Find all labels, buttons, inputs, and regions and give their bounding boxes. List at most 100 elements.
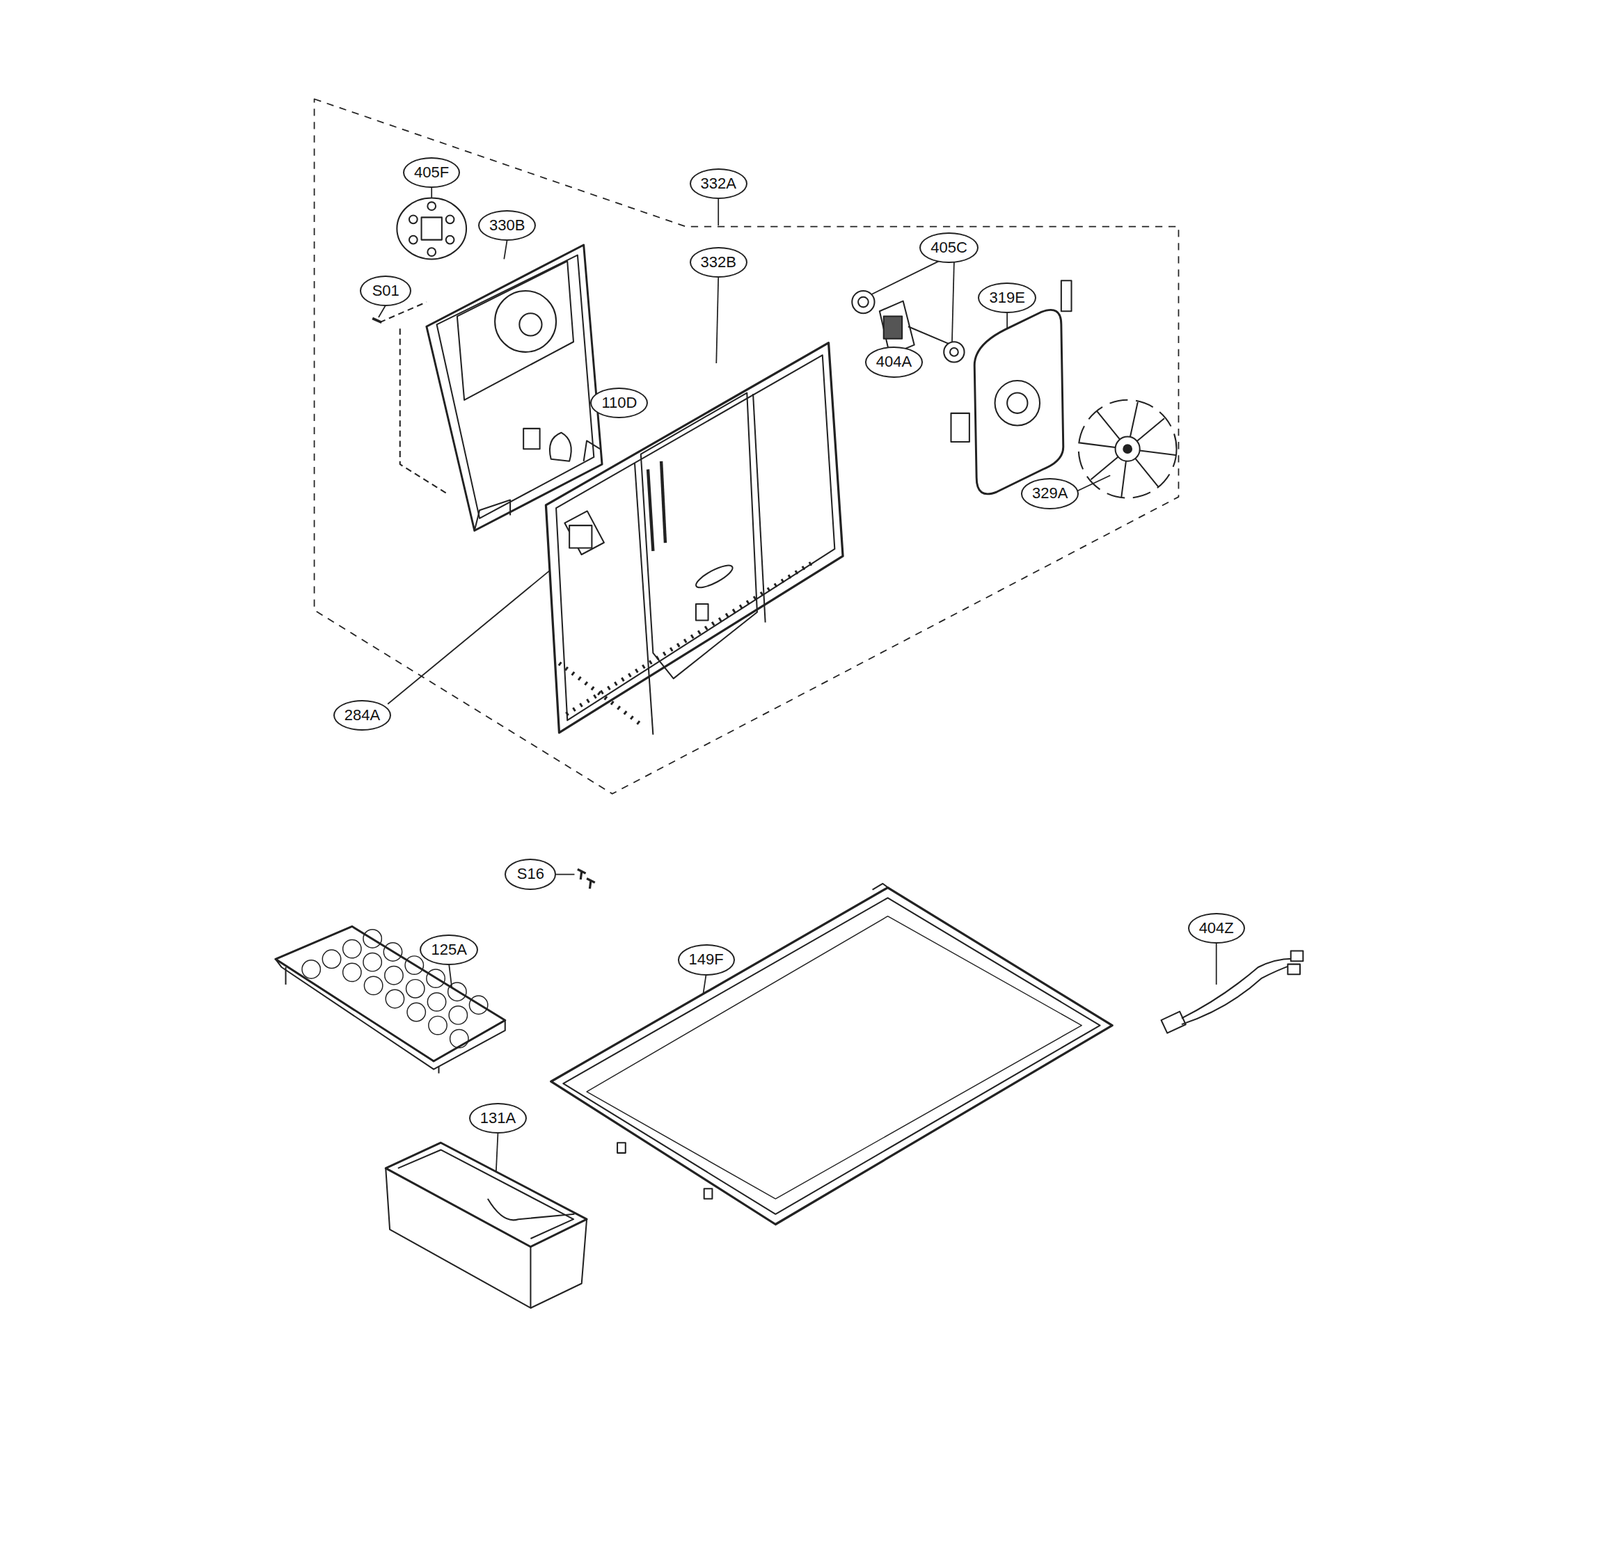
drawing-part (275, 959, 506, 1069)
drawing-part (908, 326, 950, 344)
callout-number: 319E (977, 282, 1036, 314)
drawing-part (378, 304, 386, 318)
callout-number: 131A (469, 1103, 527, 1134)
drawing-part (943, 341, 964, 362)
drawing-part (421, 217, 442, 240)
drawing-part (717, 197, 719, 226)
drawing-part (519, 313, 542, 336)
drawing-part (556, 874, 575, 876)
drawing-part (545, 343, 843, 733)
drawing-part (322, 949, 341, 969)
gear-disc (396, 197, 467, 259)
callout-number: 332B (689, 247, 748, 278)
drawing-part (577, 869, 586, 880)
drawing-part (385, 989, 404, 1008)
drawing-part (558, 663, 641, 725)
drawing-part (343, 939, 362, 958)
drawing-part (302, 929, 488, 1049)
drawing-part (1181, 959, 1300, 1019)
drawing-part (474, 499, 511, 531)
drawing-part (1215, 943, 1218, 985)
drawing-part (1123, 444, 1132, 454)
drawing-part (661, 461, 666, 543)
ice-bin (385, 1142, 587, 1309)
drawing-part (406, 979, 425, 998)
drawing-part (363, 976, 383, 995)
callout-number: 405F (402, 157, 461, 188)
drawing-part (387, 551, 574, 705)
drawing-part (494, 290, 557, 353)
drawing-part (448, 1006, 467, 1025)
callout-number: 125A (419, 934, 478, 966)
drawing-part (428, 1016, 447, 1035)
drawing-part (583, 440, 600, 461)
drawing-part (872, 883, 891, 891)
drawing-part (974, 309, 1064, 495)
drawing-part (564, 510, 604, 555)
drawing-part (1061, 280, 1072, 312)
drawing-part (427, 247, 436, 257)
drawing-part (868, 260, 939, 296)
drawing-part (363, 952, 382, 971)
drawing-part (448, 982, 467, 1001)
drawing-part (469, 995, 488, 1015)
drawing-part (1290, 951, 1304, 962)
drawing-part (503, 240, 507, 260)
drawing-part (563, 897, 1100, 1215)
drawing-part (952, 262, 955, 342)
glass-shelf (551, 883, 1113, 1225)
drawing-part (363, 929, 382, 948)
drawing-part (446, 215, 455, 224)
callout-number: 404Z (1187, 913, 1246, 944)
drawing-part (1007, 393, 1028, 414)
callout-number: 405C (919, 232, 979, 264)
screw (577, 869, 596, 889)
drawing-part (695, 604, 709, 621)
drawing-part (693, 561, 735, 592)
drawing-part (385, 1142, 587, 1248)
drawing-part (995, 380, 1041, 426)
drawing-part (851, 290, 875, 314)
drawing-part (858, 297, 869, 308)
drawing-part (566, 563, 812, 715)
drawing-part (285, 967, 287, 985)
drawing-part (343, 963, 362, 982)
drawing-part (640, 393, 758, 680)
drawing-part (586, 916, 1082, 1200)
drawing-part (457, 260, 574, 400)
fan-shroud (950, 280, 1072, 495)
cover-panel (545, 343, 843, 735)
callout-number: S16 (504, 858, 557, 890)
drawing-part (883, 316, 902, 339)
drawing-part (716, 276, 719, 364)
drawing-part (586, 878, 596, 889)
drawing-part (409, 215, 418, 224)
drawing-part (1287, 964, 1301, 976)
drawing-part (496, 1133, 499, 1177)
drawing-part (437, 1066, 440, 1074)
drawing-part (437, 255, 595, 519)
callout-number: 404A (865, 346, 923, 378)
drawing-part (949, 347, 959, 357)
drawing-part (617, 1142, 626, 1154)
drawing-part (450, 1029, 469, 1048)
drawing-part (383, 943, 402, 962)
drawing-part (551, 888, 1113, 1225)
drawing-part (1115, 437, 1140, 462)
drawing-part (556, 354, 835, 721)
callout-number: 332A (689, 168, 748, 200)
drawing-part (1078, 400, 1177, 499)
wire-harness (1161, 951, 1304, 1034)
drawing-part (1161, 1011, 1186, 1034)
drawing-part (704, 1188, 713, 1200)
drawing-part (302, 960, 321, 979)
drawing-part (523, 428, 540, 449)
drawing-part (530, 1219, 587, 1309)
drawing-part (1079, 402, 1176, 497)
drawing-part (405, 956, 424, 975)
drawing-part (409, 235, 418, 245)
drawing-part (950, 413, 969, 442)
assembly-boundary (314, 98, 1179, 794)
fan-blade (1078, 400, 1177, 499)
